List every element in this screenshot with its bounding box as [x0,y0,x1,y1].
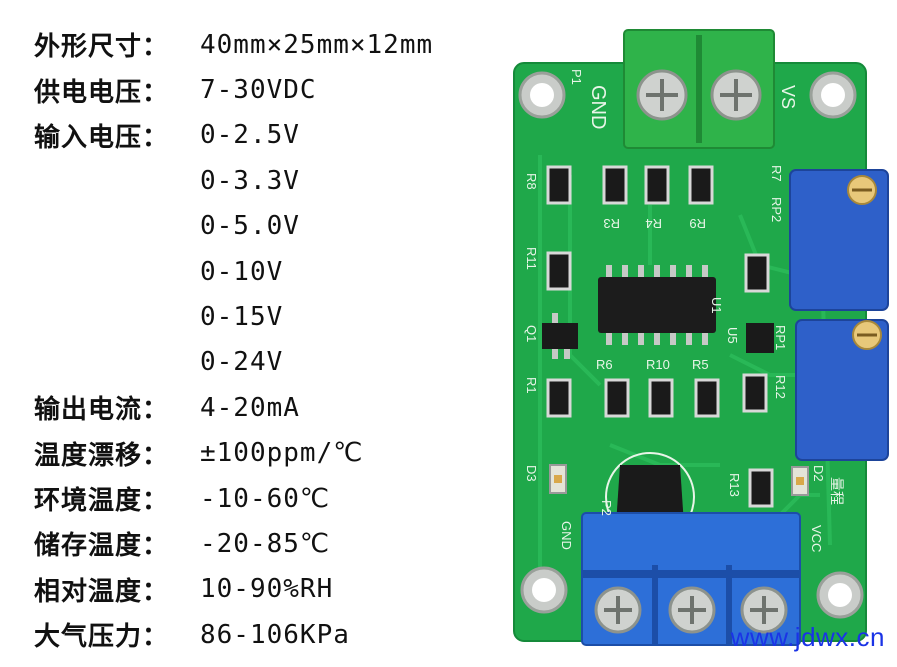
label-gnd-bottom: GND [559,521,574,550]
label-range: 量程 [829,477,845,505]
label-r7: R7 [769,165,784,182]
label-r3: R3 [603,216,620,231]
label-q1: Q1 [524,325,539,342]
label-r1: R1 [524,377,539,394]
spec-value: 40mm×25mm×12mm [200,29,434,60]
spec-row-input-4: 0-10V [34,249,514,294]
spec-label: 大气压力： [34,622,170,653]
spec-value: 0-3.3V [200,165,300,196]
label-r4: R4 [645,216,662,231]
spec-value: 10-90%RH [200,574,334,605]
label-vcc: VCC [809,525,824,552]
label-gnd-top: GND [587,85,609,129]
ic-u5 [746,323,774,353]
spec-label: 环境温度： [34,486,170,517]
spec-row-output: 输出电流： 4-20mA [34,385,514,430]
spec-value: 7-30VDC [200,75,317,106]
label-rp1: RP1 [773,325,788,350]
spec-value: 0-2.5V [200,120,300,151]
label-r6: R6 [596,357,613,372]
mounting-holes [518,71,864,619]
spec-value: -10-60℃ [200,483,331,514]
spec-value: 4-20mA [200,392,300,423]
spec-label: 输入电压： [34,122,170,153]
smd-resistors [546,165,774,508]
terminal-block-top [623,29,775,149]
transistor-q1 [542,313,578,359]
label-r13: R13 [727,473,742,497]
ic-chip [598,265,716,345]
label-p2: P2 [599,500,614,516]
spec-row-size: 外形尺寸： 40mm×25mm×12mm [34,22,514,67]
spec-row-pressure: 大气压力： 86-106KPa [34,612,514,657]
spec-label: 输出电流： [34,395,170,426]
spec-label: 供电电压： [34,77,170,108]
label-p1: P1 [569,69,584,85]
spec-row-input-3: 0-5.0V [34,204,514,249]
label-u1: U1 [709,297,724,314]
spec-label: 外形尺寸： [34,32,170,63]
spec-label: 储存温度： [34,531,170,562]
spec-value: 86-106KPa [200,619,350,650]
label-r10: R10 [646,357,670,372]
pcb-board-image: P1 GND VS R8 R11 R1 Q1 D3 R3 R4 R9 R7 RP… [513,29,889,646]
label-u5: U5 [725,327,740,344]
potentiometer-rp2 [789,169,889,311]
spec-row-ambient: 环境温度： -10-60℃ [34,476,514,521]
label-r9: R9 [689,216,706,231]
label-d3: D3 [524,465,539,482]
spec-list: 外形尺寸： 40mm×25mm×12mm 供电电压： 7-30VDC 输入电压： 0-… [34,22,514,657]
label-r5: R5 [692,357,709,372]
led-d3 [549,464,567,494]
spec-row-input-2: 0-3.3V [34,158,514,203]
spec-value: 0-24V [200,347,284,378]
label-r8: R8 [524,173,539,190]
spec-row-input-5: 0-15V [34,294,514,339]
terminal-block-bottom [581,512,801,646]
spec-row-drift: 温度漂移： ±100ppm/℃ [34,431,514,476]
spec-value: ±100ppm/℃ [200,438,364,469]
spec-value: 0-15V [200,302,284,333]
spec-row-humidity: 相对温度： 10-90%RH [34,567,514,612]
spec-row-input-6: 0-24V [34,340,514,385]
spec-row-supply: 供电电压： 7-30VDC [34,67,514,112]
spec-value: -20-85℃ [200,528,331,559]
led-d2 [791,466,809,496]
watermark: www.jdwx.cn [730,622,885,652]
label-d2: D2 [811,465,826,482]
spec-value: 0-5.0V [200,211,300,242]
potentiometer-rp1 [795,319,889,461]
spec-value: 0-10V [200,256,284,287]
label-r11: R11 [524,247,539,270]
silkscreen-labels: P1 GND VS R8 R11 R1 Q1 D3 R3 R4 R9 R7 RP… [524,69,845,552]
spec-row-storage: 储存温度： -20-85℃ [34,521,514,566]
spec-row-input: 输入电压： 0-2.5V [34,113,514,158]
label-rp2: RP2 [769,197,784,222]
label-vs: VS [778,85,798,109]
spec-label: 相对温度： [34,576,170,607]
label-r12: R12 [773,375,788,399]
spec-label: 温度漂移： [34,440,170,471]
